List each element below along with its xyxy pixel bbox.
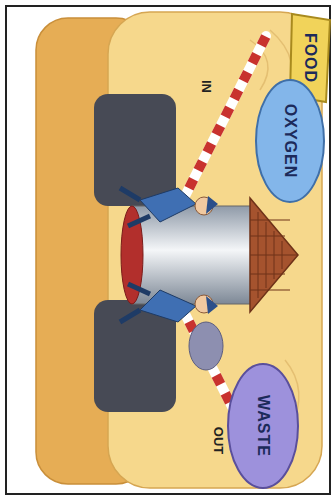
in-opening [94,94,176,206]
roof-bricks [250,212,298,298]
waste-oval-fill [228,364,298,488]
gate-label: IN [199,80,214,93]
waste-particle [189,322,223,370]
node-text: WASTE [254,395,272,457]
guard-legs [120,284,150,322]
node-text: OXYGEN [281,104,299,178]
in-barrier-stripes [180,36,266,206]
in-guard [120,188,218,226]
gate-label: OUT [211,426,226,453]
guard-legs [120,188,150,226]
gate-pillar [132,206,254,304]
oxygen-oval: OXYGEN [254,78,326,204]
in-barrier [180,36,266,206]
pillar-roof [250,198,298,312]
guard-cap [206,296,218,314]
waste-oval: WASTE [226,362,300,490]
oxygen-oval-fill [256,80,324,202]
out-guard [120,284,218,322]
node-text: FOOD [301,33,319,83]
guard-cap [206,196,218,214]
frame [6,6,330,494]
